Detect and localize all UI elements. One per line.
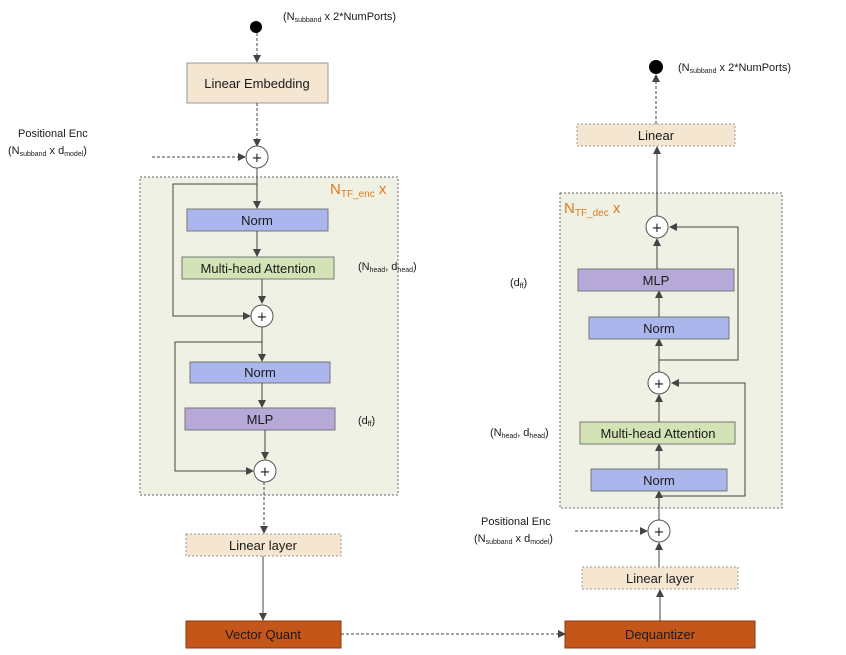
encoder-mlp-box: [184, 407, 336, 431]
decoder-mlp-params: (dff): [510, 277, 527, 290]
decoder-linear-layer-box: [581, 566, 739, 590]
encoder-add-mlp: [253, 459, 277, 483]
encoder-attention-label: Multi-head Attention: [201, 261, 316, 276]
decoder-repeat-label: NTF_dec x: [564, 200, 621, 219]
encoder-input-dims: (Nsubband x 2*NumPorts): [283, 11, 396, 24]
encoder-repeat-label: NTF_enc x: [330, 181, 387, 200]
encoder-norm1-label: Norm: [241, 213, 273, 228]
vector-quant-label: Vector Quant: [225, 627, 301, 642]
decoder-norm-top-label: Norm: [643, 321, 675, 336]
decoder-residual-2: [659, 223, 739, 361]
encoder-norm2-label: Norm: [244, 365, 276, 380]
decoder-mlp-box: [577, 268, 735, 292]
encoder-norm2-box: [189, 361, 331, 384]
decoder-residual-1: [659, 379, 746, 497]
decoder-linear-layer-label: Linear layer: [626, 571, 695, 586]
decoder-output-dims: (Nsubband x 2*NumPorts): [678, 62, 791, 75]
encoder-residual-1: [172, 183, 257, 320]
dequantizer-label: Dequantizer: [625, 627, 696, 642]
decoder-output-node: [649, 60, 663, 74]
svg-text:+: +: [652, 221, 663, 236]
encoder-pos-enc-dims: (Nsubband x dmodel): [8, 145, 87, 158]
decoder-linear-label: Linear: [638, 128, 675, 143]
svg-text:+: +: [252, 151, 263, 166]
encoder-mlp-label: MLP: [247, 412, 274, 427]
decoder-pos-enc-dims: (Nsubband x dmodel): [474, 533, 553, 546]
decoder-attention-label: Multi-head Attention: [601, 426, 716, 441]
svg-text:+: +: [654, 377, 665, 392]
encoder-attention-box: [181, 256, 335, 280]
decoder-attention-params: (Nhead, dhead): [490, 427, 549, 440]
encoder-mlp-params: (dff): [358, 415, 375, 428]
svg-text:+: +: [654, 525, 665, 540]
decoder-mlp-label: MLP: [643, 273, 670, 288]
dequantizer-box: [564, 620, 756, 649]
decoder-linear-box: [576, 123, 736, 147]
decoder-pos-enc-title: Positional Enc: [481, 516, 551, 528]
decoder-block: [559, 192, 783, 509]
decoder-norm-bottom-label: Norm: [643, 473, 675, 488]
svg-text:+: +: [260, 465, 271, 480]
linear-embedding-label: Linear Embedding: [204, 76, 310, 91]
svg-text:+: +: [257, 310, 268, 325]
encoder-linear-layer-label: Linear layer: [229, 538, 298, 553]
encoder-linear-layer-box: [185, 533, 342, 557]
encoder-input-node: [250, 21, 262, 33]
decoder-attention-box: [579, 421, 736, 445]
linear-embedding-box: [186, 62, 329, 104]
encoder-attention-params: (Nhead, dhead): [358, 261, 417, 274]
encoder-residual-2: [174, 341, 262, 475]
encoder-pos-enc-title: Positional Enc: [18, 128, 88, 140]
